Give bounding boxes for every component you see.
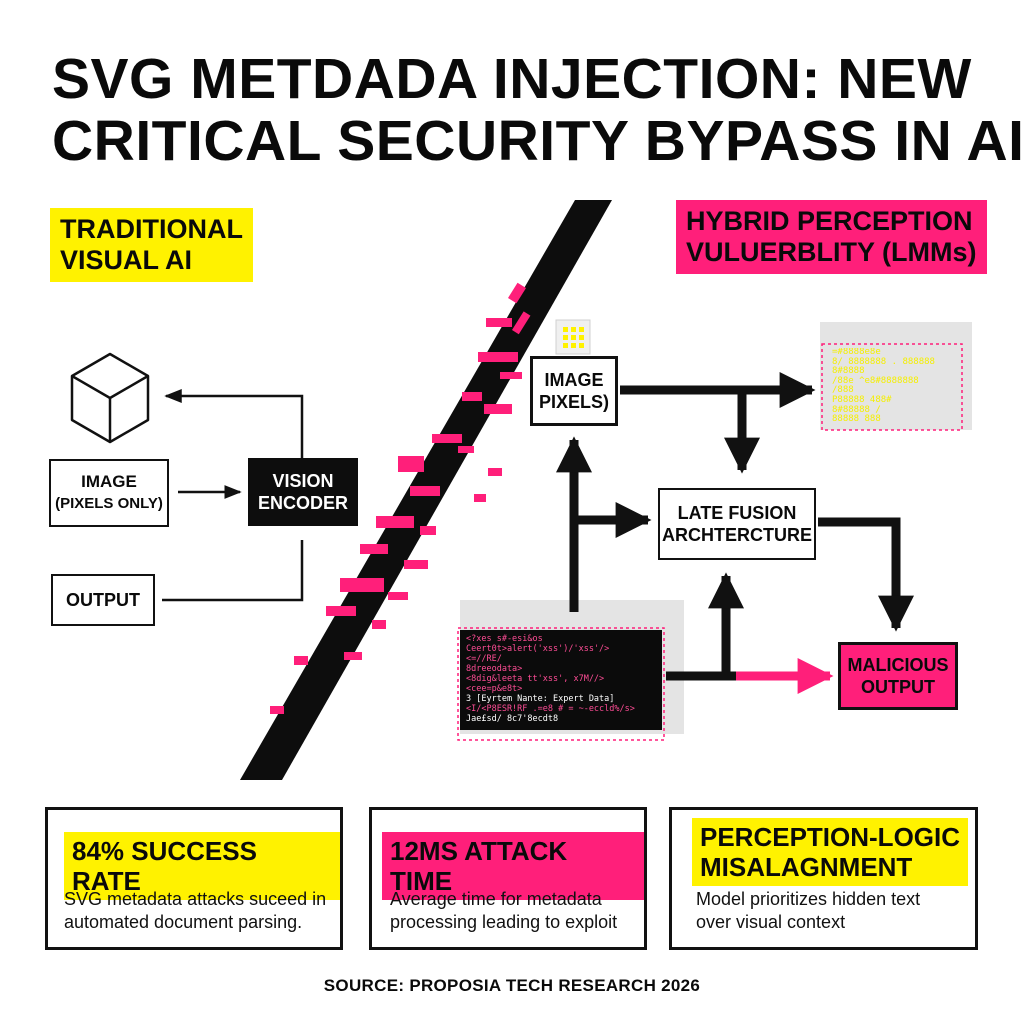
code-line: <8dig&leeta tt'xss', x7M//> bbox=[466, 674, 605, 684]
metadata-preview: =#8888e8e 8/ 8888888 . 888888 8#8888 /88… bbox=[832, 348, 968, 428]
metadata-line: 8/ 8888888 . 888888 bbox=[832, 356, 935, 367]
fusion-to-malicious-arrow bbox=[818, 517, 914, 632]
stat-desc-line-1: SVG metadata attacks suceed in bbox=[64, 889, 327, 909]
metadata-line: 88888 888 bbox=[832, 414, 881, 425]
stat-highlight: 84% SUCCESS RATE bbox=[64, 832, 340, 900]
code-line: <?xes s#-esi&os bbox=[466, 634, 543, 644]
late-fusion-line-1: LATE FUSION bbox=[677, 503, 797, 523]
cube-icon bbox=[70, 352, 150, 444]
traditional-ai-label: TRADITIONAL VISUAL AI bbox=[50, 208, 253, 282]
code-line: Ceert0t>alert('xss')/'xss'/> bbox=[466, 644, 610, 654]
title-line-2: CRITICAL SECURITY BYPASS IN AI bbox=[52, 109, 1024, 173]
stat-desc-line-2: automated document parsing. bbox=[64, 912, 303, 932]
metadata-line: =#8888e8e bbox=[832, 348, 881, 357]
code-line: 3 [Eyrtem Nante: Expert Data] bbox=[466, 694, 615, 704]
hybrid-perception-label-line-1: HYBRID PERCEPTION bbox=[686, 206, 973, 236]
code-panel-outline bbox=[457, 627, 665, 741]
metadata-line: 8#88888 / bbox=[832, 404, 881, 415]
code-line: <=//RE/ bbox=[466, 654, 502, 664]
malicious-output-line-1: MALICIOUS bbox=[847, 655, 949, 675]
vision-encoder-line-1: VISION bbox=[272, 471, 334, 491]
stat-card-success-rate: 84% SUCCESS RATE SVG metadata attacks su… bbox=[45, 807, 343, 950]
vision-encoder-box: VISION ENCODER bbox=[248, 458, 358, 526]
metadata-panel-bg bbox=[820, 322, 972, 430]
encoder-to-cube-arrow bbox=[164, 389, 304, 460]
metadata-panel-outline bbox=[821, 343, 963, 431]
output-box-label: OUTPUT bbox=[66, 590, 140, 610]
stat-highlight: PERCEPTION-LOGIC MISALAGNMENT bbox=[692, 818, 969, 886]
hybrid-perception-label-line-2: VULUERBLITY (LMMs) bbox=[686, 237, 977, 267]
svg-source-code: <?xes s#-esi&os Ceert0t>alert('xss')/'xs… bbox=[466, 634, 660, 734]
code-line: 8dreeodata> bbox=[466, 664, 523, 674]
code-panel-black bbox=[460, 630, 662, 730]
image-pixels-line-2: PIXELS) bbox=[538, 392, 609, 412]
stat-highlight-line-1: PERCEPTION-LOGIC bbox=[700, 822, 961, 852]
image-pixels-only-box: IMAGE (PIXELS ONLY) bbox=[49, 459, 169, 527]
pixel-grid-icon bbox=[555, 319, 591, 355]
malicious-output-line-2: OUTPUT bbox=[861, 677, 935, 697]
stat-highlight-line-2: MISALAGNMENT bbox=[700, 852, 913, 882]
title-line-1: SVG METDADA INJECTION: NEW bbox=[52, 47, 972, 111]
stat-desc-line-2: processing leading to exploit bbox=[390, 912, 618, 932]
code-line: <I/<P8ESR!RF .=e8 # = ~-eccld%/s> bbox=[466, 704, 635, 714]
malicious-output-box: MALICIOUS OUTPUT bbox=[838, 642, 958, 710]
traditional-ai-label-line-2: VISUAL AI bbox=[60, 245, 193, 275]
image-box-line-2: (PIXELS ONLY) bbox=[55, 495, 163, 512]
code-line: <cee=p&e8t> bbox=[466, 684, 523, 694]
code-line: Jae£sd/ 8c7'8ecdt8 bbox=[466, 714, 559, 724]
traditional-ai-label-line-1: TRADITIONAL bbox=[60, 214, 243, 244]
stat-desc-line-2: over visual context bbox=[696, 912, 846, 932]
image-pixels-line-1: IMAGE bbox=[544, 370, 604, 390]
stat-highlight: 12MS ATTACK TIME bbox=[382, 832, 644, 900]
source-note: SOURCE: PROPOSIA TECH RESEARCH 2026 bbox=[323, 976, 701, 995]
encoder-to-output-line bbox=[162, 540, 304, 602]
page-title: SVG METDADA INJECTION: NEW CRITICAL SECU… bbox=[52, 47, 1024, 173]
glitch-shards bbox=[270, 282, 531, 714]
image-box-line-1: IMAGE bbox=[81, 472, 137, 491]
metadata-line: 8#8888 bbox=[832, 366, 865, 377]
image-pixels-box: IMAGE PIXELS) bbox=[530, 356, 618, 426]
stat-card-attack-time: 12MS ATTACK TIME Average time for metada… bbox=[369, 807, 647, 950]
output-box: OUTPUT bbox=[51, 574, 155, 626]
metadata-line: P88888 488# bbox=[832, 394, 892, 405]
hybrid-perception-label: HYBRID PERCEPTION VULUERBLITY (LMMs) bbox=[676, 200, 987, 274]
late-fusion-line-2: ARCHTERCTURE bbox=[662, 525, 812, 545]
vision-encoder-line-2: ENCODER bbox=[257, 493, 348, 513]
metadata-line: /88e ^e8#8888888 bbox=[832, 375, 919, 386]
late-fusion-box: LATE FUSION ARCHTERCTURE bbox=[658, 488, 816, 560]
stat-desc-line-1: Model prioritizes hidden text bbox=[696, 889, 921, 909]
stat-card-misalignment: PERCEPTION-LOGIC MISALAGNMENT Model prio… bbox=[669, 807, 978, 950]
stat-desc-line-1: Average time for metadata bbox=[390, 889, 602, 909]
metadata-line: /888 bbox=[832, 385, 854, 396]
